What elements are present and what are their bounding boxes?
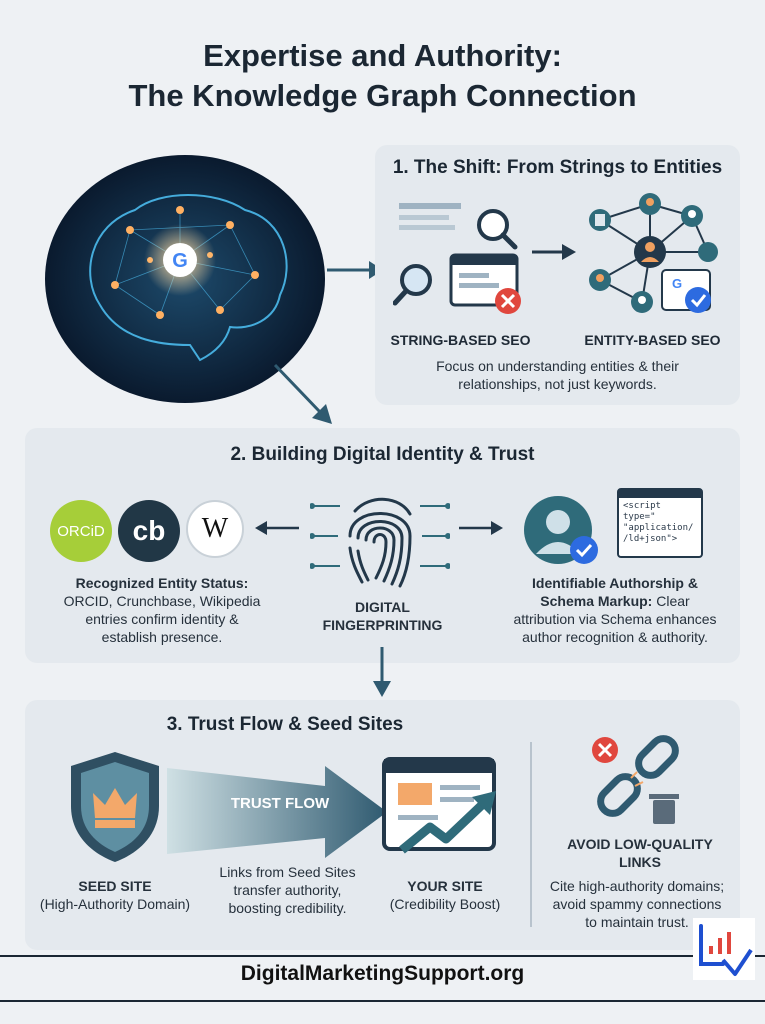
schema-code-snippet: <script type=" "application/ /ld+json"> [623,501,694,544]
section-1-caption: Focus on understanding entities & their … [436,358,679,392]
schema-code-window: <script type=" "application/ /ld+json"> [617,488,703,558]
your-site-icon [382,757,496,854]
arrow-right-icon [532,244,576,260]
arrow-left-icon [255,521,299,535]
title-line-1: Expertise and Authority: [203,38,562,73]
section-2-heading: 2. Building Digital Identity & Trust [230,444,535,465]
wikipedia-logo: W [186,500,244,558]
page-title: Expertise and Authority: The Knowledge G… [0,36,765,116]
crunchbase-logo: cb [118,500,180,562]
string-seo-icon [393,203,521,314]
footer-divider [0,955,765,957]
fingerprint-icon [310,497,450,588]
arrow-right-icon [459,521,503,535]
shield-crown-icon [71,752,159,862]
footer-site-name: DigitalMarketingSupport.org [240,962,525,985]
section-1-heading: 1. The Shift: From Strings to Entities [392,157,723,178]
brain-network-image: G [45,155,325,403]
section-1-panel: 1. The Shift: From Strings to Entities [375,145,740,405]
avoid-links-title: AVOID LOW-QUALITY LINKS [567,836,713,870]
seed-site-subtitle: (High-Authority Domain) [39,896,191,912]
brand-logo-icon [693,918,755,980]
footer-divider-bottom [0,1000,765,1002]
trust-flow-label: TRUST FLOW [230,795,330,812]
seed-site-title: SEED SITE [78,878,152,894]
section-divider [530,742,532,927]
trust-flow-arrow [167,766,387,858]
entity-seo-label: ENTITY-BASED SEO [584,332,721,348]
title-line-2: The Knowledge Graph Connection [128,78,637,113]
entity-status-text: Recognized Entity Status: ORCID, Crunchb… [63,575,261,645]
broken-link-icon [592,735,679,824]
orcid-logo: ORCiD [50,500,112,562]
arrow-down-icon [373,647,391,697]
digital-fingerprinting-label: DIGITAL FINGERPRINTING [322,599,443,633]
avoid-links-text: Cite high-authority domains; avoid spamm… [549,878,725,930]
arrow-down-right-icon [273,363,332,424]
svg-text:G: G [172,250,188,272]
section-3-heading: 3. Trust Flow & Seed Sites [166,714,404,735]
your-site-subtitle: (Credibility Boost) [389,896,501,912]
your-site-title: YOUR SITE [407,878,483,894]
section-3-panel: 3. Trust Flow & Seed Sites TRUST FLOW [25,700,740,950]
author-verified-icon [524,496,598,564]
trust-flow-caption: Links from Seed Sites transfer authority… [219,864,356,916]
entity-graph-icon: G [589,193,718,313]
authorship-schema-text: Identifiable Authorship & Schema Markup:… [513,575,717,645]
string-seo-label: STRING-BASED SEO [390,332,531,348]
section-2-panel: 2. Building Digital Identity & Trust ORC… [25,428,740,663]
svg-text:G: G [672,276,682,291]
